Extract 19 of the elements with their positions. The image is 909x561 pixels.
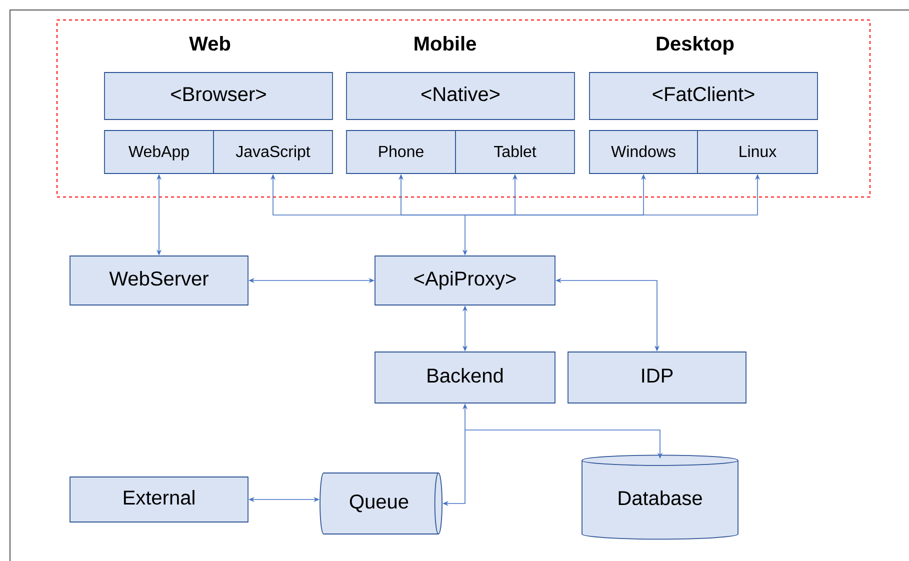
group-heading: Desktop [656, 36, 734, 55]
component-box: <Browser> [104, 72, 333, 120]
component-box: <Native> [346, 72, 575, 120]
component-box: Tablet [455, 130, 575, 174]
component-box: WebApp [104, 130, 214, 174]
component-box: External [70, 476, 248, 522]
group-heading: Mobile [414, 36, 476, 51]
component-box: IDP [568, 352, 746, 404]
component-box: <FatClient> [589, 72, 818, 120]
component-box: Backend [374, 352, 556, 404]
component-box: JavaScript [213, 130, 333, 174]
component-box: Linux [697, 130, 818, 174]
component-box: <ApiProxy> [374, 256, 556, 306]
component-box: WebServer [70, 256, 248, 306]
queue-cylinder: Queue [320, 472, 442, 534]
component-box: Phone [346, 130, 456, 174]
component-box: Windows [589, 130, 698, 174]
database-cylinder: Database [582, 454, 738, 540]
group-heading: Web [189, 36, 230, 51]
